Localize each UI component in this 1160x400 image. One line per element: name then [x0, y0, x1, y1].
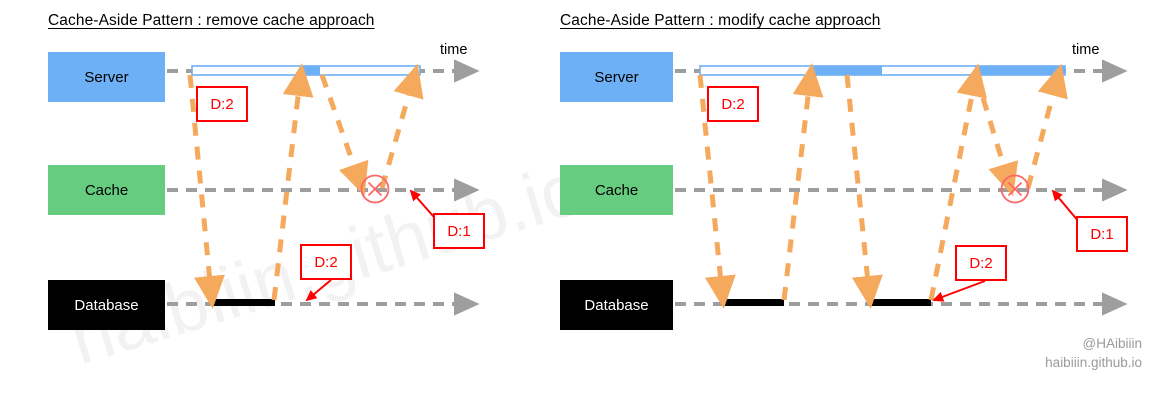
right-message-database-to-server-1 [781, 63, 824, 301]
right-message-server-to-database-1 [697, 74, 736, 309]
right-time-axis-label: time [1072, 42, 1100, 58]
right-lane-server: Server [560, 52, 673, 102]
right-lane-server-label: Server [594, 68, 639, 86]
right-server-activation-fill-2 [975, 66, 1065, 75]
right-cache-invalidation-x-icon [1000, 174, 1030, 204]
left-note-d2-database-leader [305, 279, 332, 302]
left-lane-database: Database [48, 280, 165, 330]
left-message-cache-to-server [379, 63, 424, 189]
right-message-cache-to-server [1025, 63, 1068, 189]
left-diagram-title: Cache-Aside Pattern : remove cache appro… [48, 12, 375, 29]
right-lane-database-label: Database [584, 296, 649, 314]
left-note-d2-top: D:2 [196, 86, 248, 122]
left-database-activation-bar [211, 299, 275, 306]
left-message-server-to-database [187, 74, 225, 309]
credit-handle: @HAibiiin [1082, 336, 1142, 351]
left-server-activation-fill [300, 66, 320, 75]
left-message-server-to-cache [319, 74, 369, 197]
right-diagram-graphics [675, 59, 1128, 316]
right-server-activation-fill-1 [810, 66, 882, 75]
left-cache-invalidation-x-icon [360, 174, 390, 204]
credit-site: haibiiin.github.io [1045, 355, 1142, 370]
right-database-activation-bar-2 [869, 299, 931, 306]
left-message-database-to-server [271, 63, 314, 301]
right-message-server-to-database-2 [844, 74, 883, 309]
left-lane-cache: Cache [48, 165, 165, 215]
left-note-d2-database: D:2 [300, 244, 352, 280]
left-lane-server: Server [48, 52, 165, 102]
right-message-server-to-cache [973, 74, 1019, 197]
right-lane-cache-label: Cache [594, 181, 639, 199]
left-lane-server-label: Server [84, 68, 129, 86]
left-diagram-graphics [167, 59, 480, 316]
right-note-d2-database: D:2 [955, 245, 1007, 281]
right-note-d1-cache: D:1 [1076, 216, 1128, 252]
left-time-axis-label: time [440, 42, 468, 58]
right-note-d2-top: D:2 [707, 86, 759, 122]
right-lane-cache: Cache [560, 165, 673, 215]
left-lane-cache-label: Cache [84, 181, 129, 199]
right-database-activation-bar-1 [722, 299, 784, 306]
right-note-d2-database-leader [932, 280, 986, 302]
right-diagram-title: Cache-Aside Pattern : modify cache appro… [560, 12, 881, 29]
left-lane-database-label: Database [74, 296, 139, 314]
right-lane-database: Database [560, 280, 673, 330]
left-note-d1-cache: D:1 [433, 213, 485, 249]
